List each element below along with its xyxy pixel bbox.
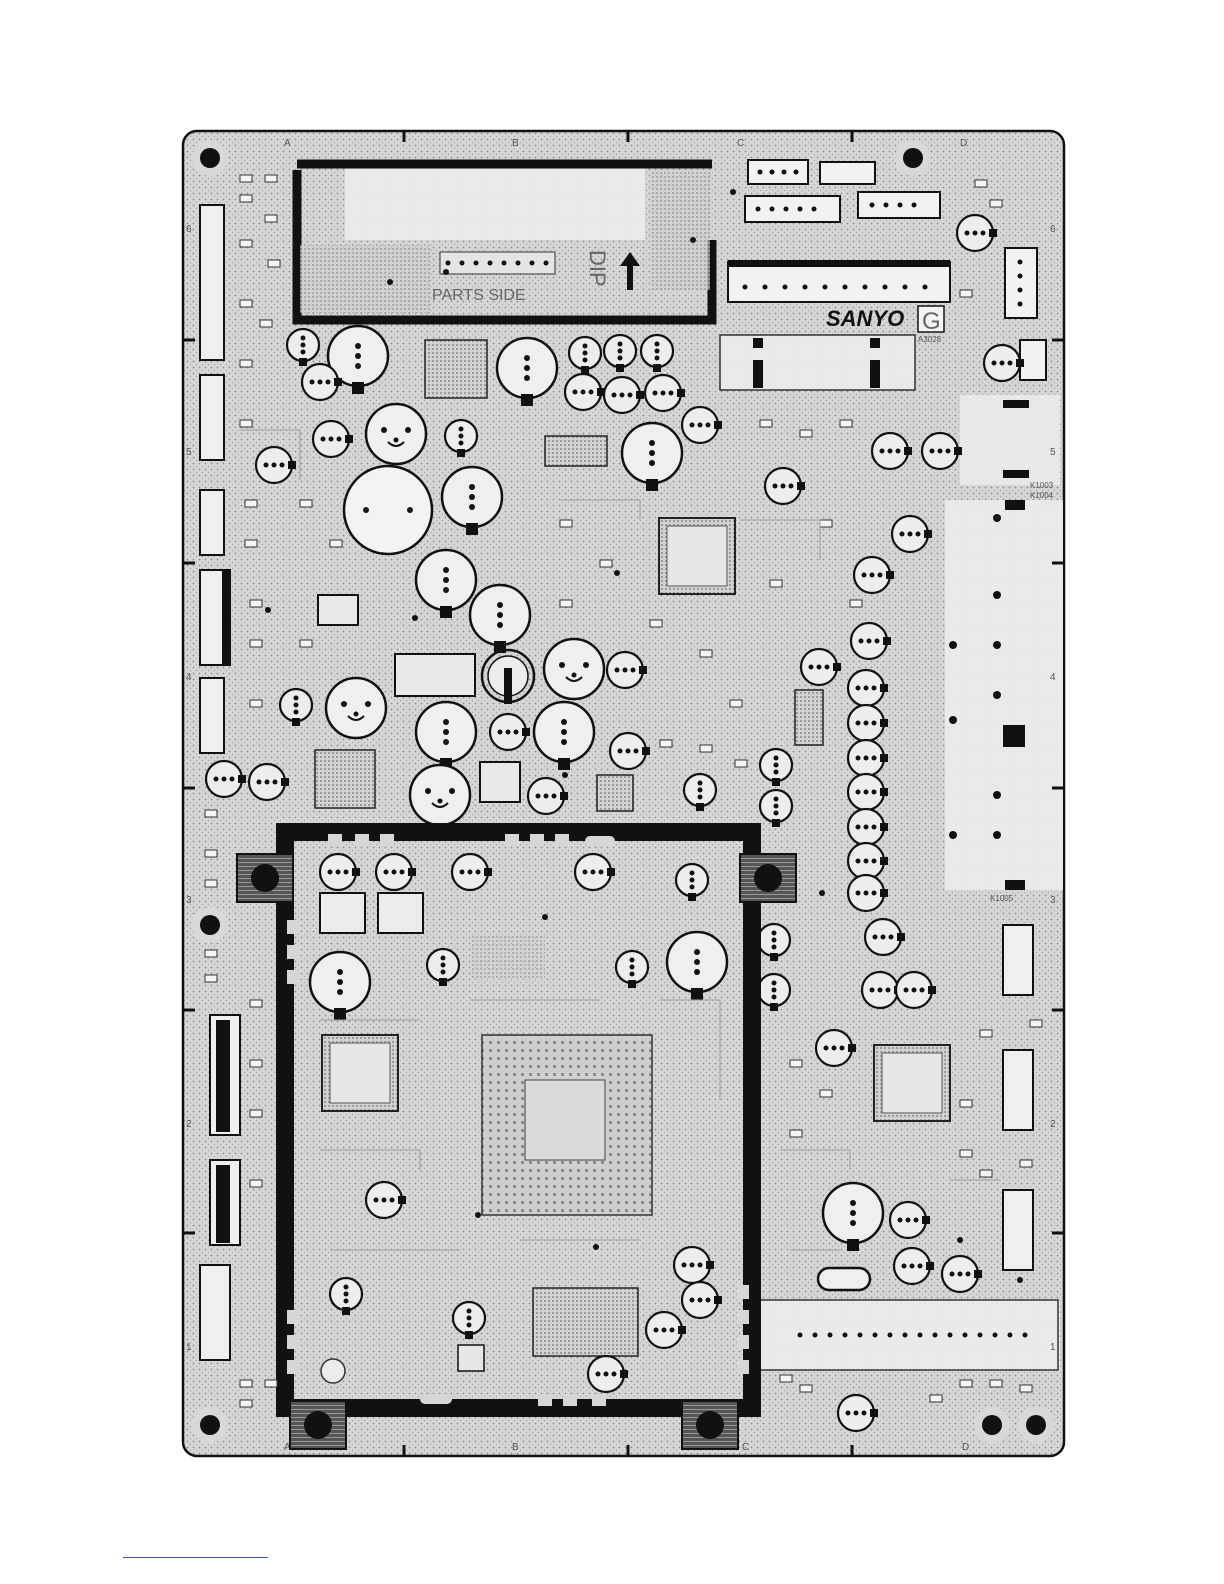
footer-rule [123,1557,268,1558]
col-label-top-d: D [960,138,967,149]
connector-bar-top [728,260,950,267]
row-label-left-1: 1 [186,1342,192,1353]
label-k1005: K1005 [990,894,1014,903]
row-label-right-6: 6 [1050,224,1056,235]
connectors-right [1003,925,1033,1270]
row-label-left-5: 5 [186,447,192,458]
col-label-bottom-b: B [512,1442,519,1453]
row-label-right-5: 5 [1050,447,1056,458]
large-capacitor [344,466,432,554]
parts-side-label: PARTS SIDE [432,287,526,304]
row-label-right-2: 2 [1050,1119,1056,1130]
col-label-top-a: A [284,138,291,149]
connector-bar-left-1 [216,1165,230,1243]
crystal-ring [482,650,534,704]
label-k1003: K1003 [1030,481,1054,490]
col-label-bottom-d: D [962,1442,969,1453]
row-label-left-6: 6 [186,224,192,235]
label-k1004: K1004 [1030,491,1054,500]
col-label-bottom-c: C [742,1442,749,1453]
row-label-left-2: 2 [186,1119,192,1130]
connector-bar-left-4 [222,570,230,665]
label-a3028: A3028 [918,335,942,344]
row-label-left-4: 4 [186,672,192,683]
col-label-top-b: B [512,138,519,149]
dip-label: DIP [585,250,610,287]
connector-bar-left-2 [216,1020,230,1132]
col-label-top-c: C [737,138,744,149]
brand-logo: SANYO [826,306,904,331]
row-label-right-1: 1 [1050,1342,1056,1353]
row-label-right-4: 4 [1050,672,1056,683]
board-letter: G [922,308,941,335]
row-label-right-3: 3 [1050,895,1056,906]
row-label-left-3: 3 [186,895,192,906]
